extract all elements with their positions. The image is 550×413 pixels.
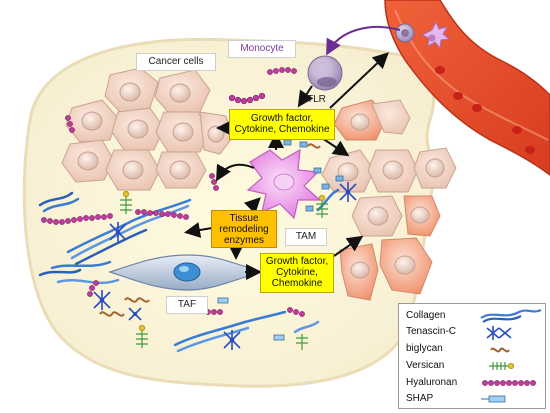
red-blood-cell [453, 92, 463, 100]
growth-factor-bottom-line: Chemokine [271, 278, 323, 289]
gf-to-cells-arrow [333, 235, 364, 257]
tissue-remodeling-line: enzymes [223, 235, 264, 246]
monocyte-cell [307, 55, 343, 91]
growth-factor-top-box: Growth factor, Cytokine, Chemokine [229, 109, 335, 140]
versican-molecules [120, 190, 328, 350]
tam-label: TAM [285, 228, 327, 246]
growth-factor-bottom-line: Cytokine, [276, 267, 318, 278]
cancer-cells-label-text: Cancer cells [148, 56, 204, 67]
biglycan-swatch-icon [490, 347, 510, 353]
growth-factor-bottom-box: Growth factor, Cytokine, Chemokine [260, 253, 334, 293]
legend-shap-label: SHAP [406, 393, 434, 404]
cancer-cells-cluster [61, 67, 233, 191]
monocyte-label-text: Monocyte [240, 43, 284, 54]
taf-label-text: TAF [177, 299, 197, 310]
tenascin-swatch-icon [486, 326, 512, 340]
to-vessel-arrow [329, 52, 389, 109]
tenascin-c-molecules [93, 182, 357, 350]
tissue-remodeling-line: Tissue [229, 213, 259, 224]
cancer-cells-right [321, 99, 457, 301]
growth-factor-top-line: Growth factor, [250, 113, 314, 124]
legend-versican-label: Versican [406, 360, 445, 371]
taf-label: TAF [166, 296, 208, 314]
legend-hyaluronan-label: Hyaluronan [406, 377, 458, 388]
to-cancer-arrow [216, 163, 255, 182]
tam-label-text: TAM [295, 231, 317, 242]
signaling-arrows [184, 26, 401, 280]
growth-factor-bottom-line: Growth factor, [265, 256, 329, 267]
legend-biglycan-label: biglycan [406, 343, 443, 354]
tam-macrophage [246, 148, 322, 220]
red-blood-cell [525, 146, 535, 154]
remodeling-left-arrow [184, 222, 213, 238]
versican-swatch-icon [489, 362, 515, 370]
legend: Collagen Tenascin-C biglycan Versican Hy… [398, 303, 546, 409]
red-blood-cell [435, 66, 445, 74]
tissue-remodeling-box: Tissue remodeling enzymes [211, 210, 277, 248]
legend-swatches [480, 308, 542, 403]
remodeling-up-arrow [243, 197, 261, 215]
collagen-fibers [38, 188, 340, 353]
collagen-swatch-icon [480, 308, 542, 323]
hyaluronan-swatch-icon [482, 380, 536, 386]
tlr-label: TLR [307, 94, 326, 105]
hyaluronan-chains [41, 67, 315, 317]
red-blood-cell [512, 126, 522, 134]
tissue-remodeling-line: remodeling [219, 224, 269, 235]
monocyte-recruitment-arrow [326, 26, 401, 56]
blood-vessel [384, 0, 550, 176]
shap-molecules [217, 297, 285, 341]
shap-swatch-icon [481, 395, 506, 403]
monocyte-label: Monocyte [228, 40, 296, 58]
red-blood-cell [472, 104, 482, 112]
tlr-arrow [297, 85, 314, 108]
tlr-receptors [283, 139, 344, 212]
growth-factor-top-line: Cytokine, Chemokine [234, 124, 330, 135]
legend-tenascin-label: Tenascin-C [406, 326, 457, 337]
legend-collagen-label: Collagen [406, 310, 446, 321]
biglycan-molecules [99, 143, 321, 317]
cancer-cells-label: Cancer cells [136, 53, 216, 71]
